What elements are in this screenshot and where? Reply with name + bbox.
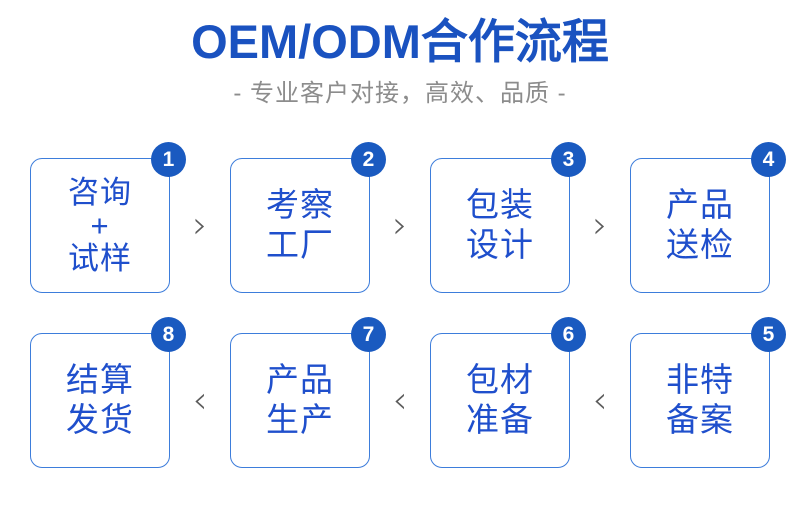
- step-label-1: 咨询 + 试样: [68, 174, 132, 276]
- flow-slot-4: 产品 送检 4: [600, 141, 800, 300]
- flow-slot-7: 产品 生产 7 ‹: [200, 316, 407, 475]
- step-label-6: 包材 准备: [466, 361, 534, 438]
- chevron-left-icon-3: ‹: [592, 378, 608, 422]
- step-label-2: 考察 工厂: [266, 186, 334, 263]
- step-box-3[interactable]: 包装 设计 3: [430, 141, 586, 293]
- step-badge-2: 2: [351, 141, 386, 177]
- chevron-right-icon-2: ›: [392, 203, 408, 247]
- step-box-5[interactable]: 非特 备案 5: [630, 316, 786, 468]
- header: OEM/ODM合作流程 - 专业客户对接，高效、品质 -: [0, 0, 800, 109]
- flow-slot-6: 包材 准备 6 ‹: [400, 316, 607, 475]
- chevron-right-icon-1: ›: [192, 203, 208, 247]
- step-label-7: 产品 生产: [266, 361, 334, 438]
- flow-row-bottom: 结算 发货 8 ‹ 产品 生产 7 ‹ 包材 准备 6 ‹ 非特 备案 5: [0, 316, 800, 475]
- page-title: OEM/ODM合作流程: [191, 15, 609, 68]
- chevron-left-icon-1: ‹: [192, 378, 208, 422]
- step-label-8: 结算 发货: [66, 361, 134, 438]
- step-label-3: 包装 设计: [466, 186, 534, 263]
- chevron-left-icon-2: ‹: [392, 378, 408, 422]
- step-badge-6: 6: [551, 316, 586, 352]
- step-box-7[interactable]: 产品 生产 7: [230, 316, 386, 468]
- flow-slot-1: 咨询 + 试样 1 ›: [0, 141, 207, 300]
- flow-slot-2: 考察 工厂 2 ›: [200, 141, 407, 300]
- page-subtitle: - 专业客户对接，高效、品质 -: [233, 80, 567, 107]
- step-badge-4: 4: [751, 141, 786, 177]
- step-box-8[interactable]: 结算 发货 8: [30, 316, 186, 468]
- flow-slot-5: 非特 备案 5: [600, 316, 800, 475]
- step-box-4[interactable]: 产品 送检 4: [630, 141, 786, 293]
- step-badge-5: 5: [751, 316, 786, 352]
- step-box-1[interactable]: 咨询 + 试样 1: [30, 141, 186, 293]
- step-badge-3: 3: [551, 141, 586, 177]
- chevron-right-icon-3: ›: [592, 203, 608, 247]
- flow-row-top: 咨询 + 试样 1 › 考察 工厂 2 › 包装 设计 3 › 产品 送检 4: [0, 141, 800, 300]
- step-badge-8: 8: [151, 316, 186, 352]
- flow-slot-3: 包装 设计 3 ›: [400, 141, 607, 300]
- step-label-5: 非特 备案: [666, 361, 734, 438]
- step-box-6[interactable]: 包材 准备 6: [430, 316, 586, 468]
- flow-slot-8: 结算 发货 8 ‹: [0, 316, 207, 475]
- step-label-4: 产品 送检: [666, 186, 734, 263]
- step-box-2[interactable]: 考察 工厂 2: [230, 141, 386, 293]
- step-badge-1: 1: [151, 141, 186, 177]
- step-badge-7: 7: [351, 316, 386, 352]
